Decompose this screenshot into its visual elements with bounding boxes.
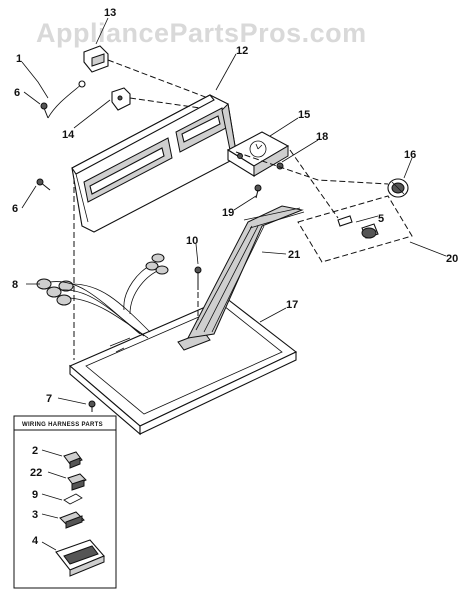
callout-9: 9 (32, 489, 38, 501)
callout-21: 21 (288, 249, 300, 261)
knob-part (387, 178, 409, 198)
callout-16: 16 (404, 149, 416, 161)
callout-4: 4 (32, 535, 39, 547)
small-parts (36, 45, 284, 412)
callout-3: 3 (32, 509, 38, 521)
callout-13: 13 (104, 7, 116, 19)
callout-5: 5 (378, 213, 384, 225)
callout-15: 15 (298, 109, 310, 121)
callout-6-mid: 6 (12, 203, 18, 215)
callout-6-top: 6 (14, 87, 20, 99)
callout-22: 22 (30, 467, 42, 479)
wire-harness-part (187, 205, 305, 339)
callout-14: 14 (62, 129, 75, 141)
switch-assembly-area (297, 195, 413, 263)
wiring-harness-legend: WIRING HARNESS PARTS (13, 415, 117, 589)
callout-18: 18 (316, 131, 328, 143)
legend-title: WIRING HARNESS PARTS (22, 422, 103, 428)
callout-2: 2 (32, 445, 38, 457)
callout-12: 12 (236, 45, 248, 57)
harness-8-part (36, 253, 169, 339)
callout-1: 1 (16, 53, 22, 65)
callout-labels: 13 1 6 14 12 15 18 16 6 19 5 10 21 20 8 … (12, 7, 458, 547)
leader-lines (21, 17, 447, 405)
watermark-text: AppliancePartsPros.com (36, 18, 367, 48)
control-console-part (71, 94, 237, 233)
callout-19: 19 (222, 207, 234, 219)
callout-7: 7 (46, 393, 52, 405)
callout-8: 8 (12, 279, 18, 291)
callout-10: 10 (186, 235, 198, 247)
callout-17: 17 (286, 299, 298, 311)
timer-part (226, 131, 290, 177)
callout-20: 20 (446, 253, 458, 265)
assembly-guide-lines (73, 59, 389, 360)
top-panel-part (68, 297, 298, 436)
